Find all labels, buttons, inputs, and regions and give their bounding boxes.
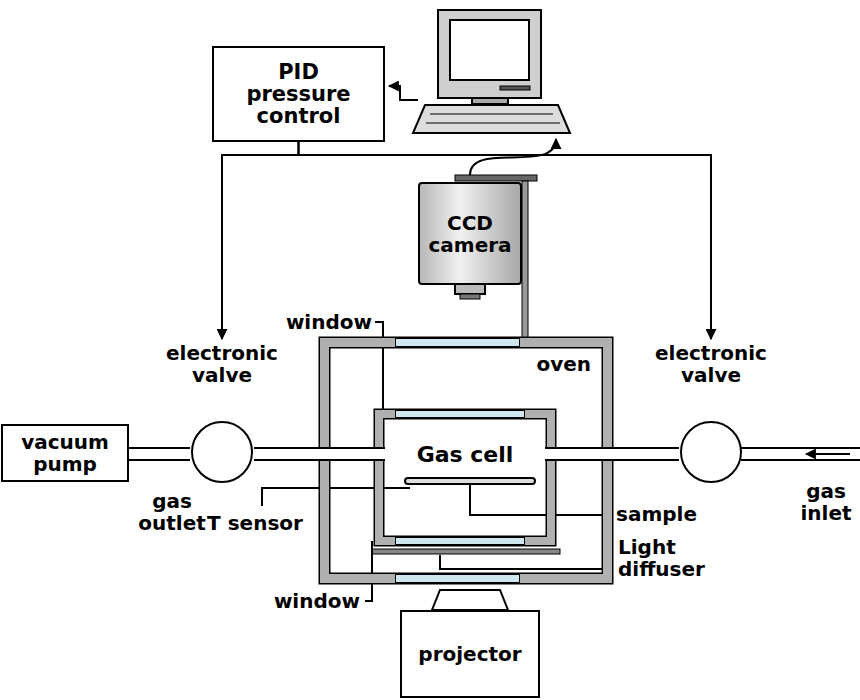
projector-box: projector	[400, 610, 540, 698]
camera-body: CCD camera	[418, 182, 522, 285]
valve-circle	[679, 420, 743, 484]
pipe-opening	[373, 447, 385, 461]
part-label: gas outlet	[126, 490, 218, 534]
connector	[254, 454, 375, 455]
data-arrow	[389, 86, 418, 100]
camera-lens	[455, 284, 485, 294]
part-label: Light diffuser	[618, 536, 753, 580]
window-pane	[395, 537, 525, 545]
node-label: electronic valve	[152, 342, 292, 386]
projector-lens	[432, 590, 508, 610]
light-diffuser	[372, 549, 560, 554]
connector	[299, 142, 712, 339]
controller-box: PID pressure control	[212, 46, 385, 142]
part-label: window	[262, 311, 372, 333]
node-label: Gas cell	[383, 444, 547, 466]
part-label: sample	[616, 503, 716, 525]
sample-plate	[405, 478, 535, 484]
part-label: T sensor	[205, 512, 305, 534]
window-pane	[395, 338, 520, 347]
connector	[555, 454, 679, 455]
oven-housing: ovenGas cell	[320, 338, 612, 583]
camera-mount	[455, 175, 537, 181]
gas-cell: Gas cell	[375, 410, 555, 545]
part-label: gas inlet	[795, 480, 857, 524]
node-label: CCD camera	[427, 212, 513, 256]
part-label: window	[250, 590, 360, 612]
valve-symbol: electronic valve	[641, 342, 781, 484]
pump-box: vacuum pump	[1, 424, 129, 482]
window-pane	[395, 574, 520, 583]
camera-mount	[522, 181, 528, 339]
node-label: oven	[536, 353, 591, 375]
leader-line	[262, 322, 612, 601]
connector	[129, 454, 190, 455]
pipe-opening	[601, 447, 614, 461]
node-label: PID pressure control	[239, 61, 359, 127]
computer	[413, 10, 570, 133]
connector	[222, 142, 299, 339]
node-label: vacuum pump	[10, 431, 120, 475]
window-pane	[395, 410, 525, 418]
inlet-pipe	[741, 454, 860, 455]
pipe-opening	[545, 447, 557, 461]
pipe-opening	[318, 447, 331, 461]
node-label: projector	[418, 643, 521, 665]
data-arrow	[470, 139, 556, 176]
valve-circle	[190, 420, 254, 484]
camera-lens	[460, 294, 480, 299]
valve-symbol: electronic valve	[152, 342, 292, 484]
node-label: electronic valve	[641, 342, 781, 386]
